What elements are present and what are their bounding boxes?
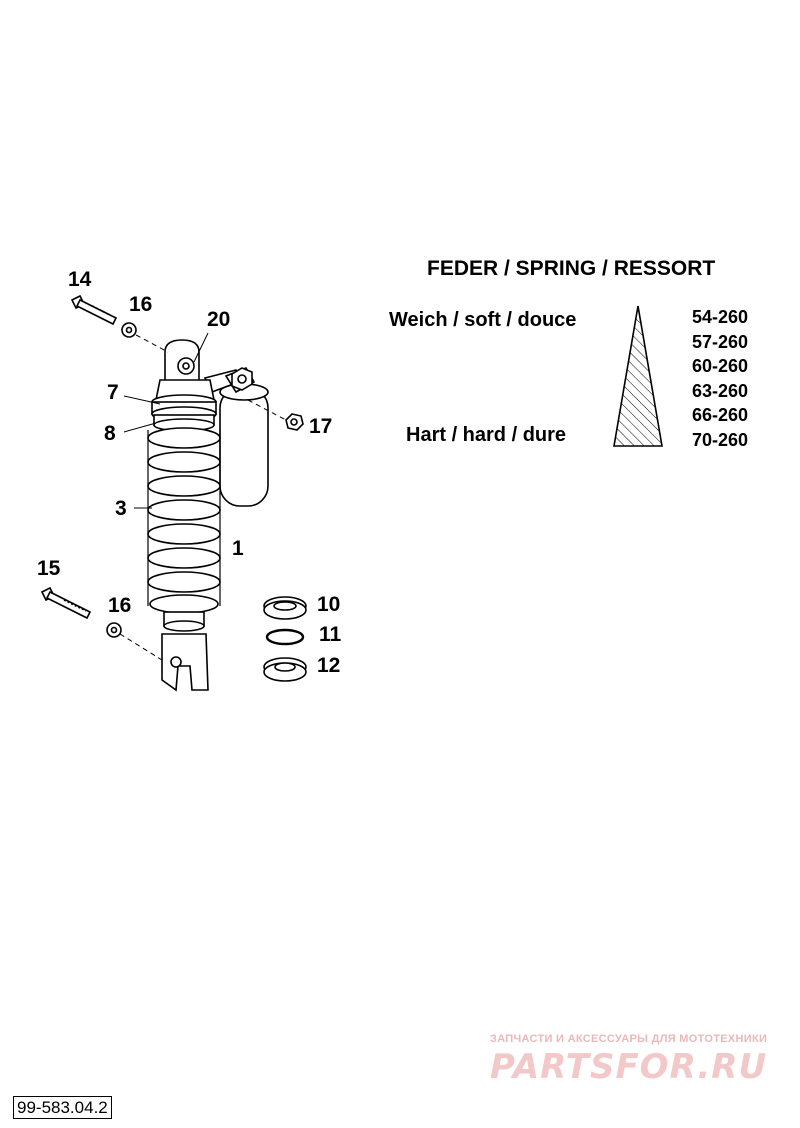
spring-rate-item: 66-260 <box>692 405 749 425</box>
spring-hard-label: Hart / hard / dure <box>406 424 567 446</box>
label-part-7: 7 <box>107 381 119 404</box>
bolt-15 <box>40 586 92 620</box>
spring-rate-item: 63-260 <box>692 380 749 401</box>
spring-rate-item: 60-260 <box>692 356 749 376</box>
preload-rings <box>151 394 217 432</box>
label-part-12: 12 <box>317 654 341 677</box>
label-part-16-upper: 16 <box>129 293 153 316</box>
label-part-14: 14 <box>68 268 92 291</box>
label-part-1: 1 <box>232 537 244 560</box>
label-part-20: 20 <box>207 308 231 331</box>
spring-rate-item: 70-260 <box>692 429 749 450</box>
spring-coils <box>147 427 221 614</box>
leader-lines <box>119 332 287 661</box>
reservoir <box>203 366 269 507</box>
label-part-17: 17 <box>309 415 333 438</box>
label-part-16-lower: 16 <box>108 594 132 617</box>
spring-spec-title: FEDER / SPRING / RESSORT <box>427 257 716 280</box>
watermark-tagline: ЗАПЧАСТИ И АКСЕССУАРЫ ДЛЯ МОТОТЕХНИКИ <box>490 1033 768 1045</box>
label-part-3: 3 <box>115 497 127 520</box>
top-mount <box>155 339 215 401</box>
label-part-11: 11 <box>319 623 342 646</box>
watermark-logo: PARTSFOR.RU <box>490 1047 768 1087</box>
document-reference: 99-583.04.2 <box>13 1096 112 1119</box>
label-part-15: 15 <box>37 557 61 580</box>
spring-soft-label: Weich / soft / douce <box>389 309 577 331</box>
o-ring-11 <box>265 628 305 646</box>
spring-rate-list: 54-260 57-260 60-260 63-260 66-260 70-26… <box>692 305 748 452</box>
label-part-8: 8 <box>104 422 116 445</box>
spring-rate-wedge <box>613 305 663 447</box>
bottom-clevis <box>161 611 209 692</box>
nut-17 <box>285 413 304 431</box>
washer-16-lower <box>106 622 122 638</box>
seal-12 <box>263 657 307 682</box>
washer-16-upper <box>121 322 137 338</box>
spring-rate-item: 57-260 <box>692 331 749 352</box>
bolt-14 <box>70 294 118 326</box>
label-part-10: 10 <box>317 593 341 616</box>
seal-10 <box>263 596 307 620</box>
spring-rate-item: 54-260 <box>692 307 749 327</box>
